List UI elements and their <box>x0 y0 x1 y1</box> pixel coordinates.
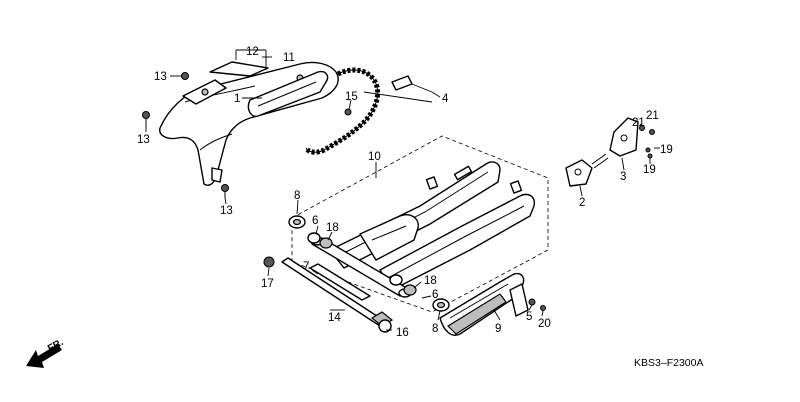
callout-18-bottom: 18 <box>424 275 437 287</box>
callout-19-bottom: 19 <box>643 164 656 176</box>
callout-13-top: 13 <box>154 71 167 83</box>
callout-15: 15 <box>345 91 358 103</box>
callout-12: 12 <box>246 46 259 58</box>
front-arrow-icon: FR. <box>26 337 66 368</box>
callout-3: 3 <box>620 171 626 183</box>
callout-20: 20 <box>538 318 551 330</box>
chain-adjuster-icon <box>565 153 609 187</box>
bolt-icon <box>142 72 352 198</box>
callout-5: 5 <box>526 311 532 323</box>
callout-8-bottom: 8 <box>432 323 438 335</box>
callout-6-top: 6 <box>312 215 318 227</box>
brake-stay-icon <box>609 117 655 159</box>
callout-4: 4 <box>442 93 449 105</box>
callout-6-bottom: 6 <box>432 289 438 301</box>
callout-10: 10 <box>368 151 381 163</box>
callout-18-top: 18 <box>326 222 339 234</box>
callout-21-left: 21 <box>632 117 645 129</box>
callout-13-left: 13 <box>137 134 150 146</box>
callout-9: 9 <box>495 323 501 335</box>
pivot-seal-icon <box>288 215 450 312</box>
callout-13-bottom: 13 <box>220 205 233 217</box>
callout-19-right: 19 <box>660 144 673 156</box>
callout-2: 2 <box>579 197 585 209</box>
callout-11: 11 <box>283 52 295 64</box>
callout-14: 14 <box>328 312 341 324</box>
swingarm-icon <box>310 161 535 298</box>
callout-16: 16 <box>396 327 409 339</box>
pivot-bolt-icon <box>263 256 394 333</box>
callout-labels: 12 11 13 1 15 4 13 13 10 8 6 18 7 17 14 … <box>137 46 673 339</box>
diagram-code: KBS3–F2300A <box>634 357 703 369</box>
direction-label: FR. <box>46 337 66 355</box>
callout-1: 1 <box>234 93 240 105</box>
chain-guard-icon <box>209 61 329 117</box>
leader-lines <box>145 49 660 331</box>
callout-8-top: 8 <box>294 190 300 202</box>
callout-17: 17 <box>261 278 274 290</box>
chain-slider-icon <box>439 272 546 336</box>
callout-7: 7 <box>303 261 309 273</box>
callout-21-right: 21 <box>646 110 659 122</box>
